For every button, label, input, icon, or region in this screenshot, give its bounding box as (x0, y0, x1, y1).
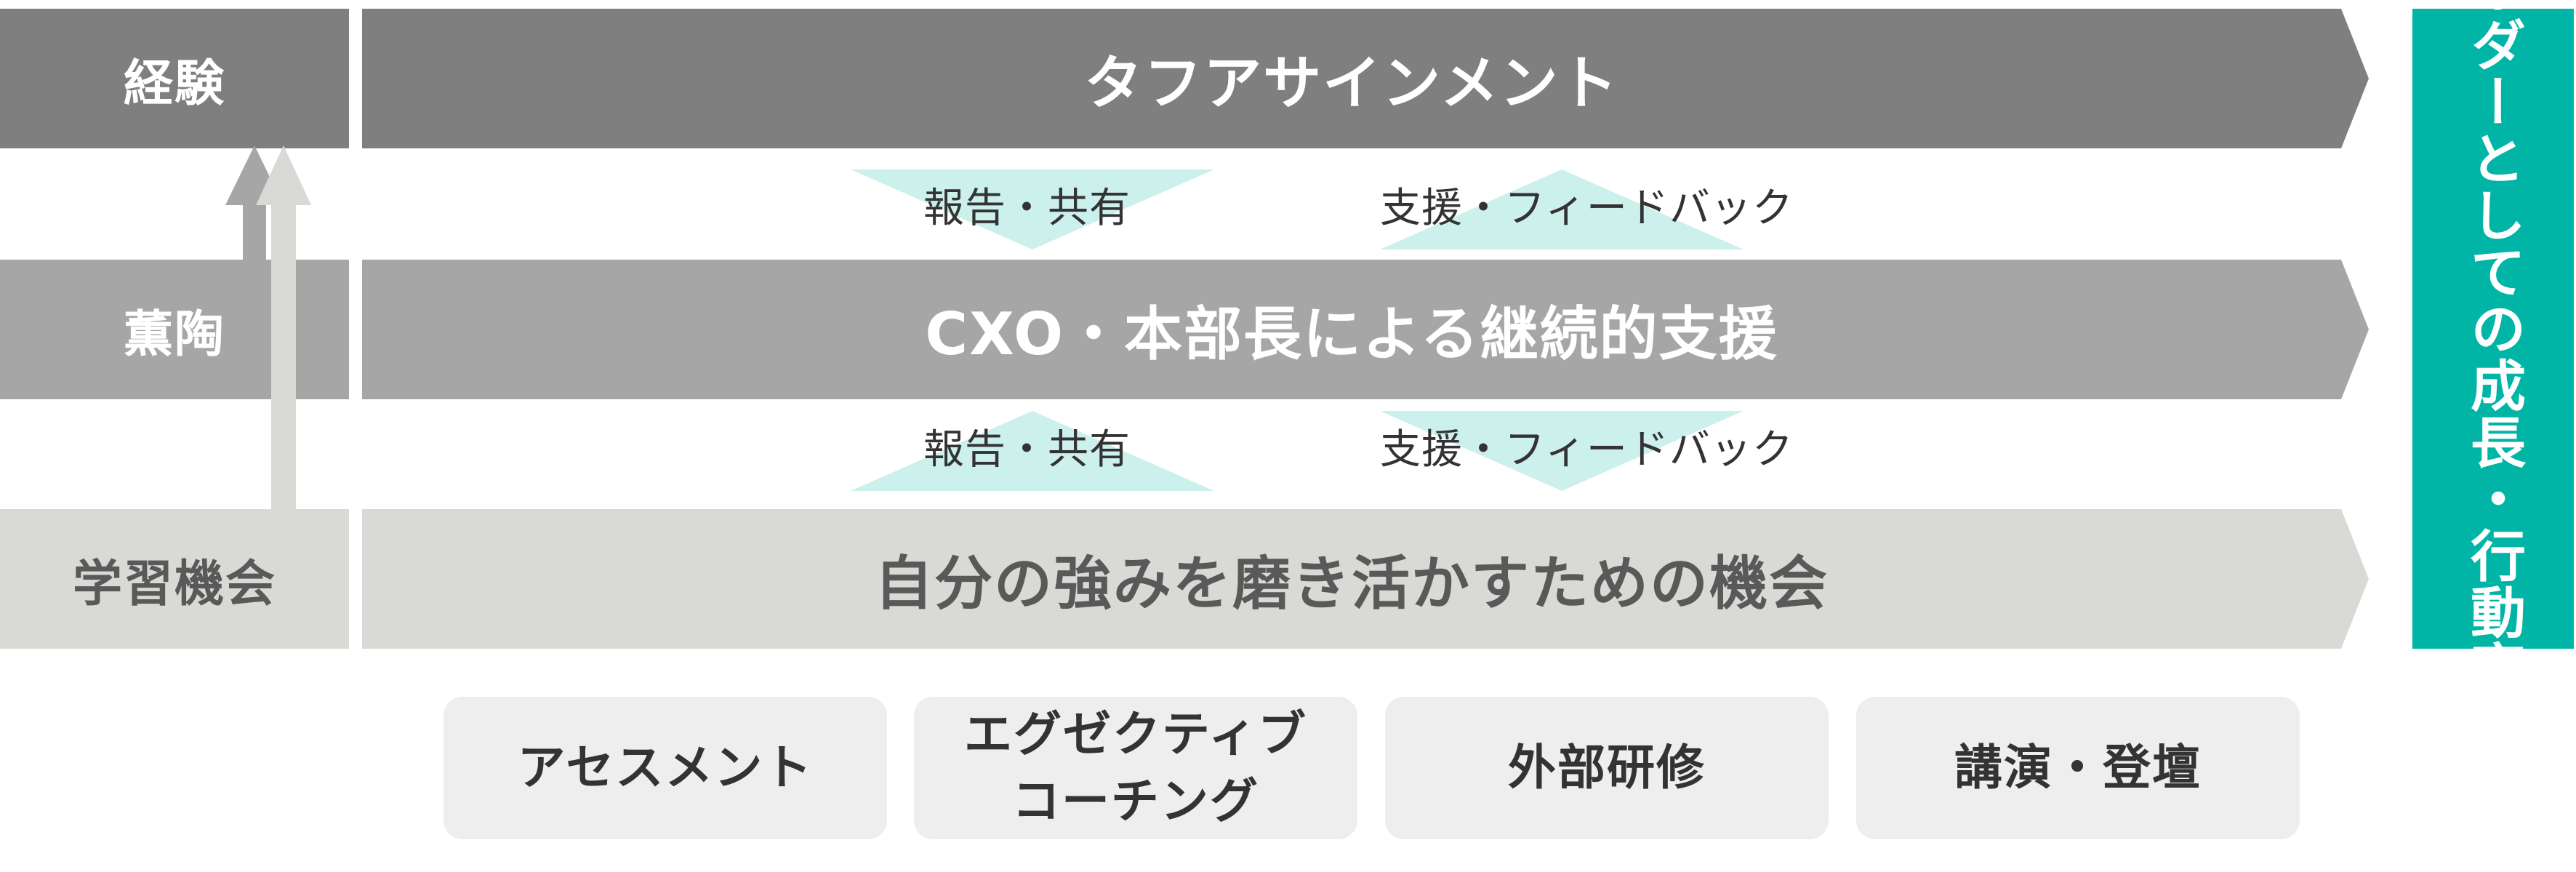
opportunity-executive-coaching-line1: エグゼクティブ (963, 706, 1308, 762)
band-experience-arrow-shape (362, 9, 2369, 148)
result-text: リーダーとしての成長・行動変容 (2461, 0, 2526, 754)
opportunity-assessment-text: アセスメント (517, 740, 814, 796)
upper-support-feedback-label: 支援・フィードバック (1380, 185, 1794, 232)
band-experience-text: タフアサインメント (1084, 49, 1619, 117)
up-arrow-light (256, 145, 311, 509)
up-arrows (225, 145, 311, 509)
opportunity-speaking-text: 講演・登壇 (1954, 740, 2202, 796)
opportunity-external-training: 外部研修 (1385, 697, 1829, 839)
opportunity-speaking: 講演・登壇 (1856, 697, 2300, 839)
band-mentoring-arrow-shape (362, 260, 2369, 399)
row-label-learning: 学習機会 (0, 509, 349, 649)
row-label-experience-text: 経験 (123, 55, 225, 113)
band-experience: タフアサインメント (362, 9, 2369, 148)
lower-down-triangle (1380, 411, 1744, 491)
opportunity-assessment: アセスメント (444, 697, 887, 839)
lower-up-triangle (851, 411, 1214, 491)
row-label-mentoring-text: 薫陶 (123, 305, 225, 364)
lower-support-feedback-label: 支援・フィードバック (1380, 426, 1794, 473)
row-label-experience: 経験 (0, 9, 349, 148)
up-arrow-dark (225, 145, 284, 262)
band-mentoring-text: CXO・本部長による継続的支援 (925, 300, 1778, 368)
band-learning-arrow-shape (362, 509, 2369, 649)
opportunity-executive-coaching: エグゼクティブ コーチング (914, 697, 1357, 839)
upper-report-share-label: 報告・共有 (923, 185, 1131, 232)
result-box: リーダーとしての成長・行動変容 (2412, 0, 2574, 754)
opportunity-executive-coaching-line2: コーチング (1012, 773, 1259, 829)
band-learning: 自分の強みを磨き活かすための機会 (362, 509, 2369, 649)
band-learning-text: 自分の強みを磨き活かすための機会 (875, 550, 1829, 617)
lower-report-share-label: 報告・共有 (923, 426, 1131, 473)
upper-up-triangle (1380, 169, 1744, 249)
upper-down-triangle (851, 169, 1214, 249)
band-mentoring: CXO・本部長による継続的支援 (362, 260, 2369, 399)
row-label-learning-text: 学習機会 (72, 555, 276, 613)
opportunity-external-training-text: 外部研修 (1508, 740, 1706, 796)
